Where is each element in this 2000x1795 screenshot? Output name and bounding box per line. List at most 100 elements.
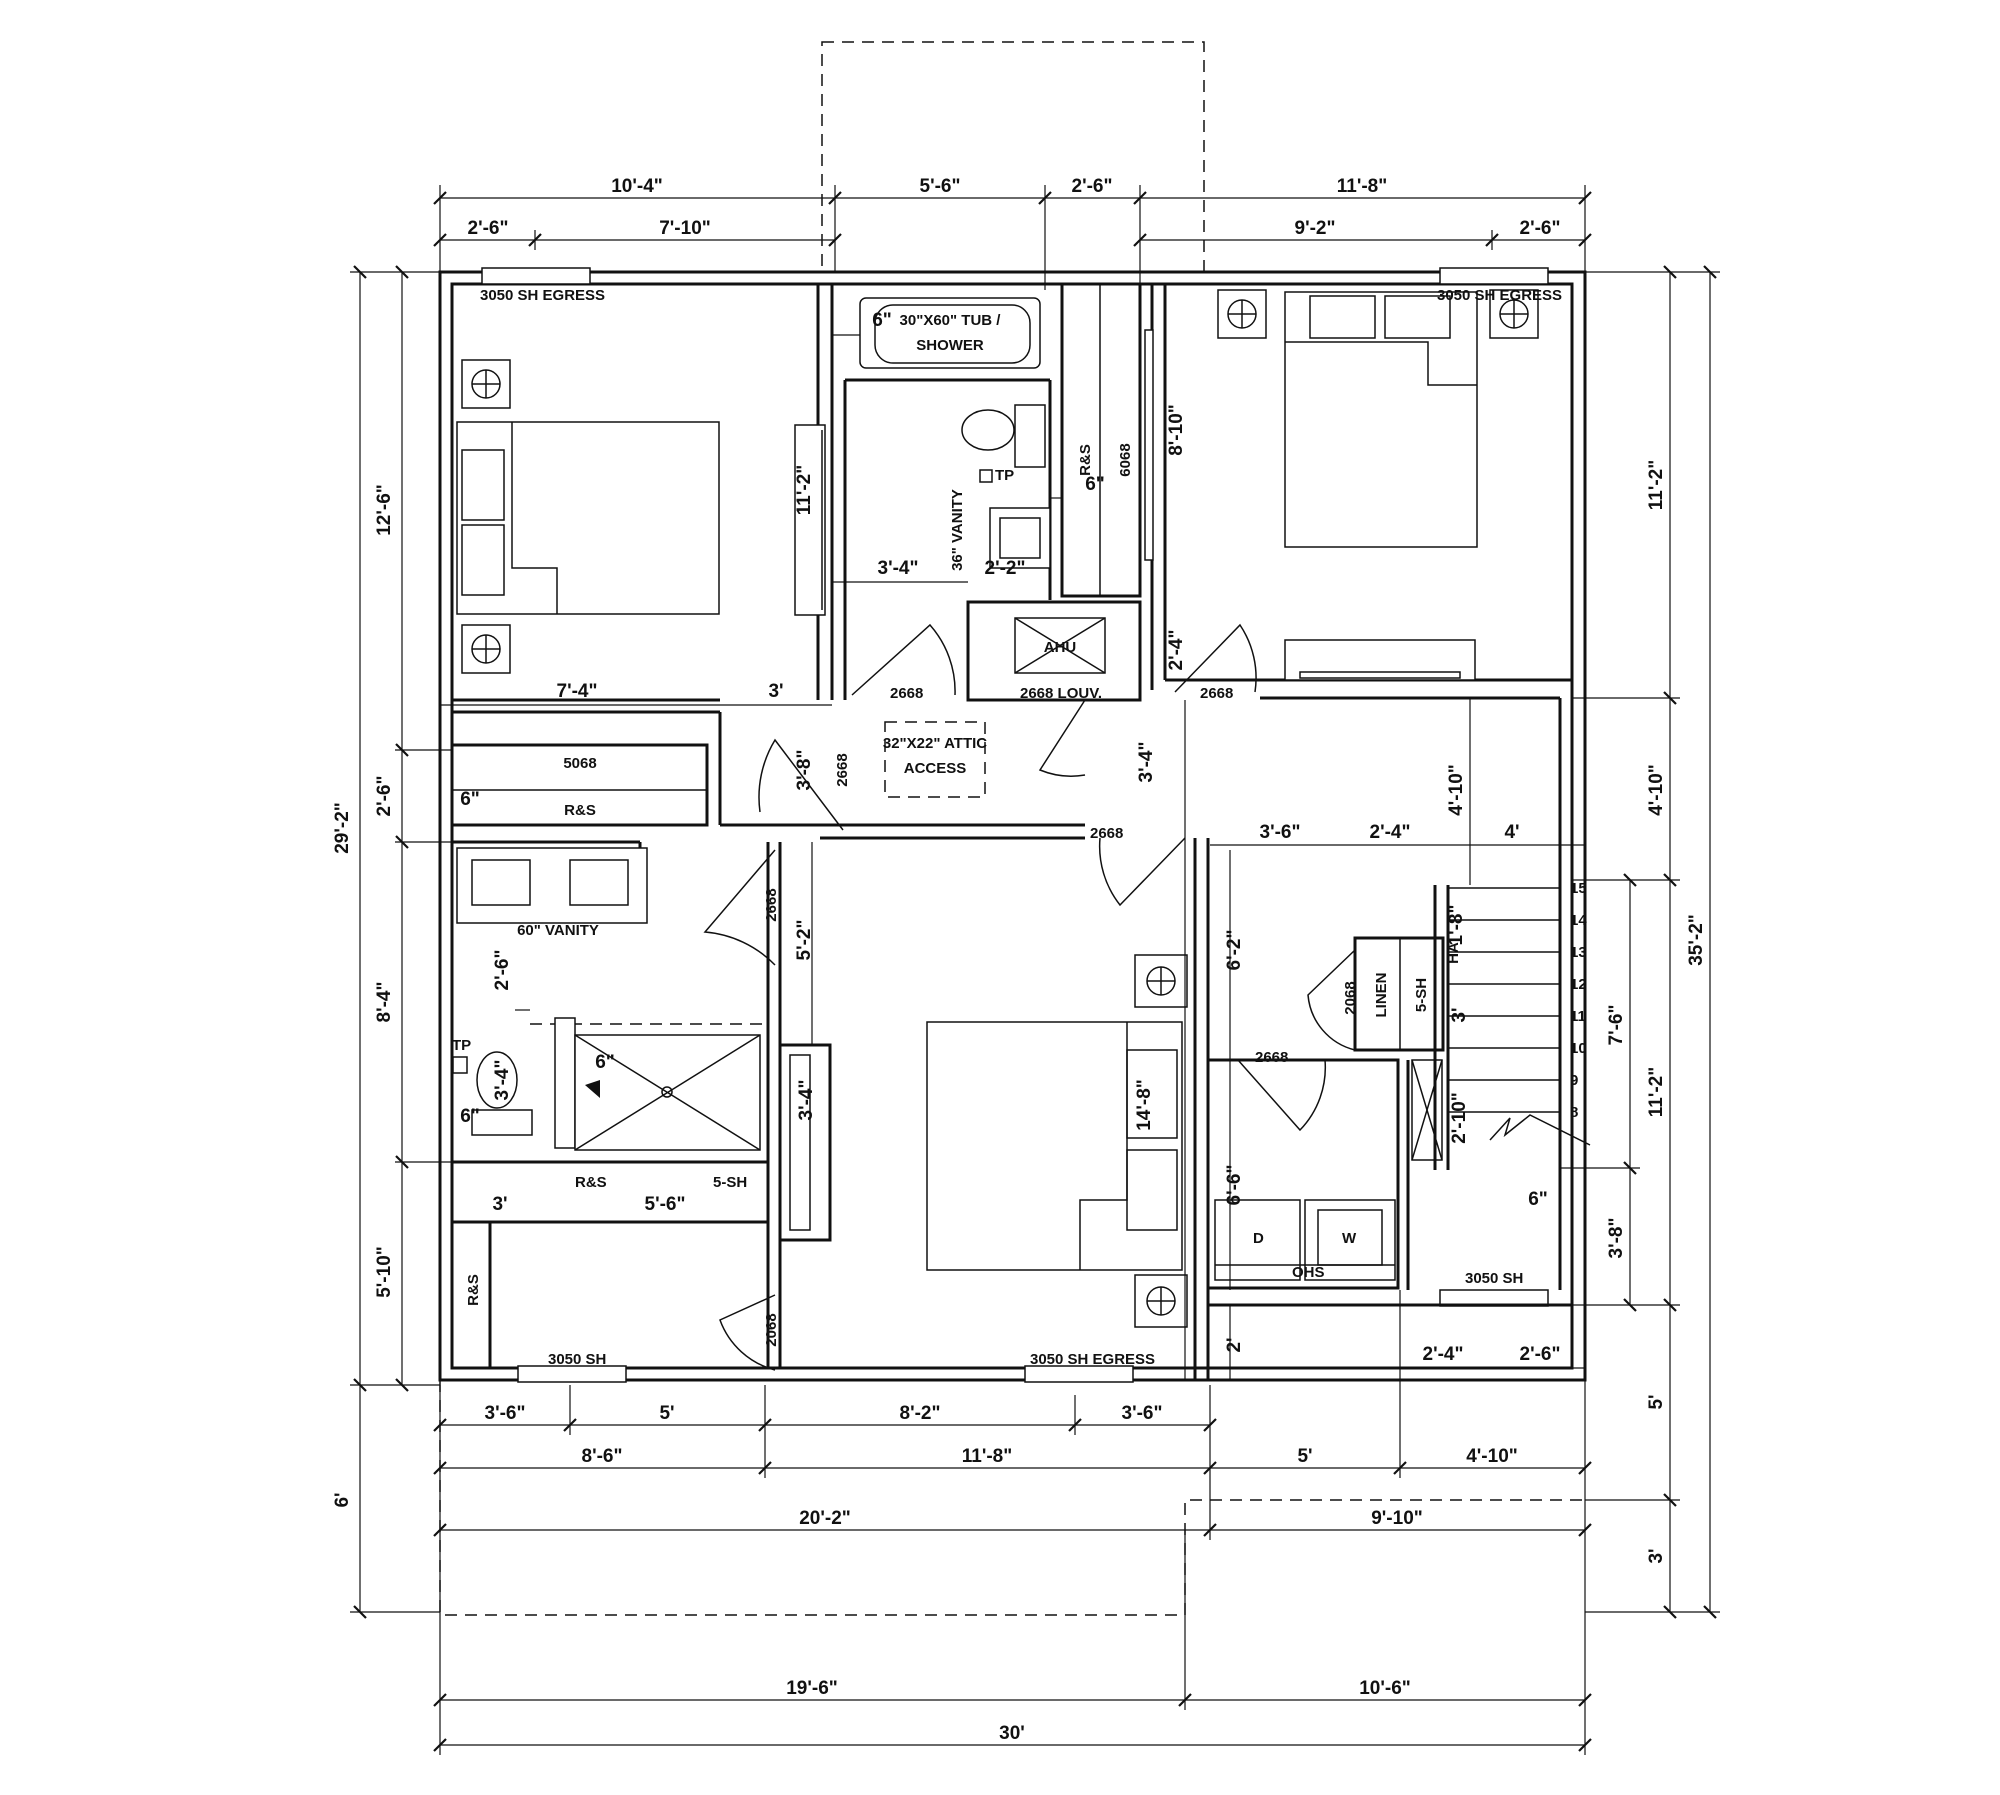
label-5sh-b: 5-SH — [1413, 978, 1430, 1012]
step-9: 9 — [1570, 1072, 1578, 1089]
dim-closet-height: 11'-2" — [794, 465, 815, 516]
label-door-2: 2668 — [1200, 685, 1233, 702]
dim-wic-52: 5'-2" — [794, 920, 815, 961]
dim-bot-2c: 5' — [1297, 1446, 1312, 1467]
dim-bot-2d: 4'-10" — [1466, 1446, 1518, 1467]
label-window-3050a: 3050 SH — [548, 1351, 606, 1368]
dim-top-2: 5'-6" — [920, 176, 961, 197]
label-door-5: 2668 — [763, 888, 780, 921]
label-rs-1-size: 6068 — [1117, 443, 1134, 476]
dim-rs-3: 3' — [492, 1194, 507, 1215]
dim-bot-3a: 20'-2" — [799, 1508, 851, 1529]
step-12: 12 — [1570, 976, 1587, 993]
dim-bed3-148: 14'-8" — [1134, 1079, 1155, 1131]
label-rs-4: R&S — [465, 1274, 482, 1306]
label-tp-2: TP — [452, 1037, 471, 1054]
dim-laundry-62: 6'-2" — [1224, 930, 1245, 971]
dim-bot-1c: 8'-2" — [900, 1403, 941, 1424]
dim-stair-6: 6" — [1528, 1189, 1548, 1210]
dim-laundry-2: 2' — [1224, 1337, 1245, 1352]
label-door-6: 2668 — [1255, 1049, 1288, 1066]
dim-top-5: 2'-6" — [468, 218, 509, 239]
dim-left-3: 8'-4" — [374, 982, 395, 1023]
step-10: 10 — [1570, 1040, 1587, 1057]
exterior-walls — [438, 267, 1587, 1383]
label-tp-1: TP — [995, 467, 1014, 484]
dim-hall-34: 3'-4" — [1136, 742, 1157, 783]
window-bed1 — [481, 267, 591, 285]
dim-bath-width: 3'-4" — [878, 558, 919, 579]
dim-wic-34: 3'-4" — [796, 1080, 817, 1121]
dim-bath2-34: 3'-4" — [492, 1060, 513, 1101]
dim-vanity: 2'-2" — [985, 558, 1026, 579]
dim-door-24: 2'-4" — [1166, 630, 1187, 671]
dim-rs-6: 6" — [1085, 474, 1105, 495]
label-vanity-60: 60" VANITY — [517, 922, 599, 939]
label-rs-2: R&S — [564, 802, 596, 819]
dim-left-1: 12'-6" — [374, 484, 395, 536]
dim-stair-18: 1'-8" — [1446, 905, 1467, 946]
step-15: 15 — [1570, 880, 1587, 897]
dim-porch-24: 2'-4" — [1423, 1344, 1464, 1365]
dimension-lines — [350, 185, 1720, 1755]
dim-bot-4a: 19'-6" — [786, 1678, 838, 1699]
dim-right-7: 3' — [1646, 1548, 1667, 1563]
door-swings — [703, 623, 1356, 1371]
label-window-3050b: 3050 SH — [1465, 1270, 1523, 1287]
dim-bed1-width: 7'-4" — [557, 681, 598, 702]
dim-porch-26: 2'-6" — [1520, 1344, 1561, 1365]
attic-access-dashed — [884, 721, 986, 798]
dim-top-7: 9'-2" — [1295, 218, 1336, 239]
label-egress-2: 3050 SH EGRESS — [1437, 287, 1562, 304]
label-dryer: D — [1253, 1230, 1264, 1247]
dim-bot-total: 30' — [999, 1723, 1025, 1744]
dim-left-2: 2'-6" — [374, 776, 395, 817]
dim-top-8: 2'-6" — [1520, 218, 1561, 239]
step-8: 8 — [1570, 1104, 1578, 1121]
dim-bot-1b: 5' — [659, 1403, 674, 1424]
label-egress-1: 3050 SH EGRESS — [480, 287, 605, 304]
dim-laundry-66: 6'-6" — [1224, 1165, 1245, 1206]
dim-closet-6: 6" — [460, 789, 480, 810]
label-louv: 2668 LOUV. — [1020, 685, 1102, 702]
dim-top-4: 11'-8" — [1337, 176, 1388, 197]
label-linen: LINEN — [1373, 973, 1390, 1018]
dim-right-1: 11'-2" — [1646, 460, 1667, 511]
window-bath2 — [517, 1365, 627, 1383]
dim-left-4: 5'-10" — [374, 1246, 395, 1298]
dim-stair-210: 2'-10" — [1449, 1092, 1470, 1144]
label-closet-5068: 5068 — [563, 755, 596, 772]
dim-stair-36: 3'-6" — [1260, 822, 1301, 843]
dim-right-total: 35'-2" — [1686, 914, 1707, 966]
stairs: 15 14 13 12 11 10 9 8 — [1448, 880, 1591, 1146]
step-11: 11 — [1570, 1008, 1586, 1025]
window-bed3 — [1024, 1365, 1134, 1383]
dim-right-5: 11'-2" — [1646, 1067, 1667, 1118]
dim-top-1: 10'-4" — [611, 176, 663, 197]
label-vanity-36: 36" VANITY — [949, 489, 966, 571]
fixtures — [452, 284, 1539, 1328]
interior-walls — [450, 282, 1572, 1380]
step-13: 13 — [1570, 944, 1587, 961]
label-linen-door: 2068 — [1342, 981, 1359, 1014]
dim-closet2-height: 8'-10" — [1166, 404, 1187, 456]
interior-dimension-text: 7'-4" 3' 11'-2" 3'-4" 2'-2" 6" 6" 8'-10"… — [460, 310, 1560, 1365]
room-labels: 3050 SH EGRESS 3050 SH EGRESS 3050 SH EG… — [452, 287, 1562, 1368]
dim-stair-24: 2'-4" — [1370, 822, 1411, 843]
dim-left-total: 29'-2" — [332, 802, 353, 854]
label-attic: 32"X22" ATTIC — [883, 735, 987, 752]
dim-bot-2a: 8'-6" — [582, 1446, 623, 1467]
dim-top-6: 7'-10" — [659, 218, 711, 239]
dim-hall-width: 3' — [768, 681, 783, 702]
label-rs-3: R&S — [575, 1174, 607, 1191]
bottom-porch-dashed — [439, 1380, 1585, 1616]
label-egress-3: 3050 SH EGRESS — [1030, 1351, 1155, 1368]
top-porch-dashed — [821, 41, 1205, 273]
dim-tub-6: 6" — [872, 310, 892, 331]
window-bed2 — [1439, 267, 1549, 285]
label-door-4: 2668 — [1090, 825, 1123, 842]
label-ahu: AHU — [1044, 639, 1077, 656]
label-rs-1: R&S — [1077, 444, 1094, 476]
dim-bot-2b: 11'-8" — [962, 1446, 1013, 1467]
